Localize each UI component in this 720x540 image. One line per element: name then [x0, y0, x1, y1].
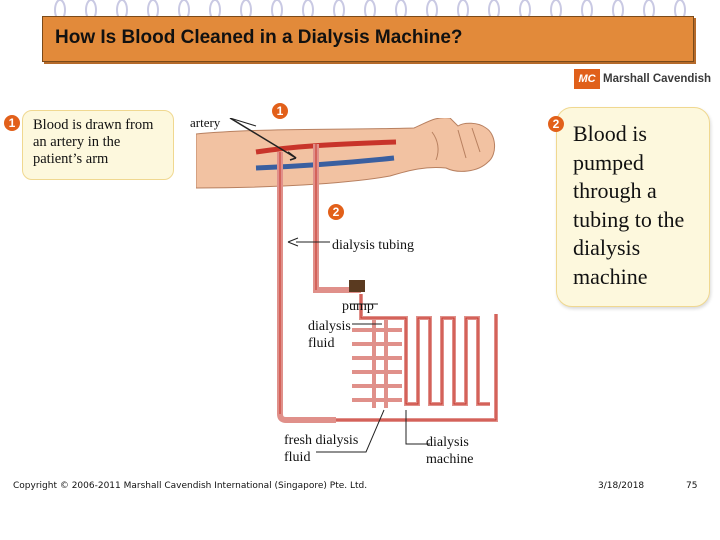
footer-page-number: 75 — [686, 481, 698, 491]
footer-date: 3/18/2018 — [598, 481, 645, 491]
logo-mark-icon: MC — [574, 69, 600, 89]
label-dialysis-machine: dialysis machine — [426, 435, 474, 467]
label-pump: pump — [342, 299, 374, 314]
step-1-badge: 1 — [4, 115, 20, 131]
marker-1-badge: 1 — [272, 103, 288, 119]
title-bar: How Is Blood Cleaned in a Dialysis Machi… — [42, 16, 694, 62]
marker-2-badge: 2 — [328, 204, 344, 220]
step-2-badge: 2 — [548, 116, 564, 132]
step-2-text: Blood is pumped through a tubing to the … — [573, 121, 685, 289]
step-1-note: Blood is drawn from an artery in the pat… — [22, 110, 174, 180]
step-1-text: Blood is drawn from an artery in the pat… — [33, 117, 154, 167]
dialysis-diagram — [196, 118, 498, 453]
label-fresh-dialysis-fluid: fresh dialysis fluid — [284, 433, 359, 465]
label-artery: artery — [190, 115, 221, 130]
publisher-logo: MC Marshall Cavendish — [574, 68, 711, 90]
label-dialysis-tubing: dialysis tubing — [332, 238, 415, 253]
label-dialysis-fluid: dialysis fluid — [308, 319, 351, 351]
slide-title: How Is Blood Cleaned in a Dialysis Machi… — [55, 27, 463, 48]
step-2-note: Blood is pumped through a tubing to the … — [556, 107, 710, 307]
logo-text: Marshall Cavendish — [603, 73, 712, 85]
footer-copyright: Copyright © 2006-2011 Marshall Cavendish… — [13, 481, 368, 491]
